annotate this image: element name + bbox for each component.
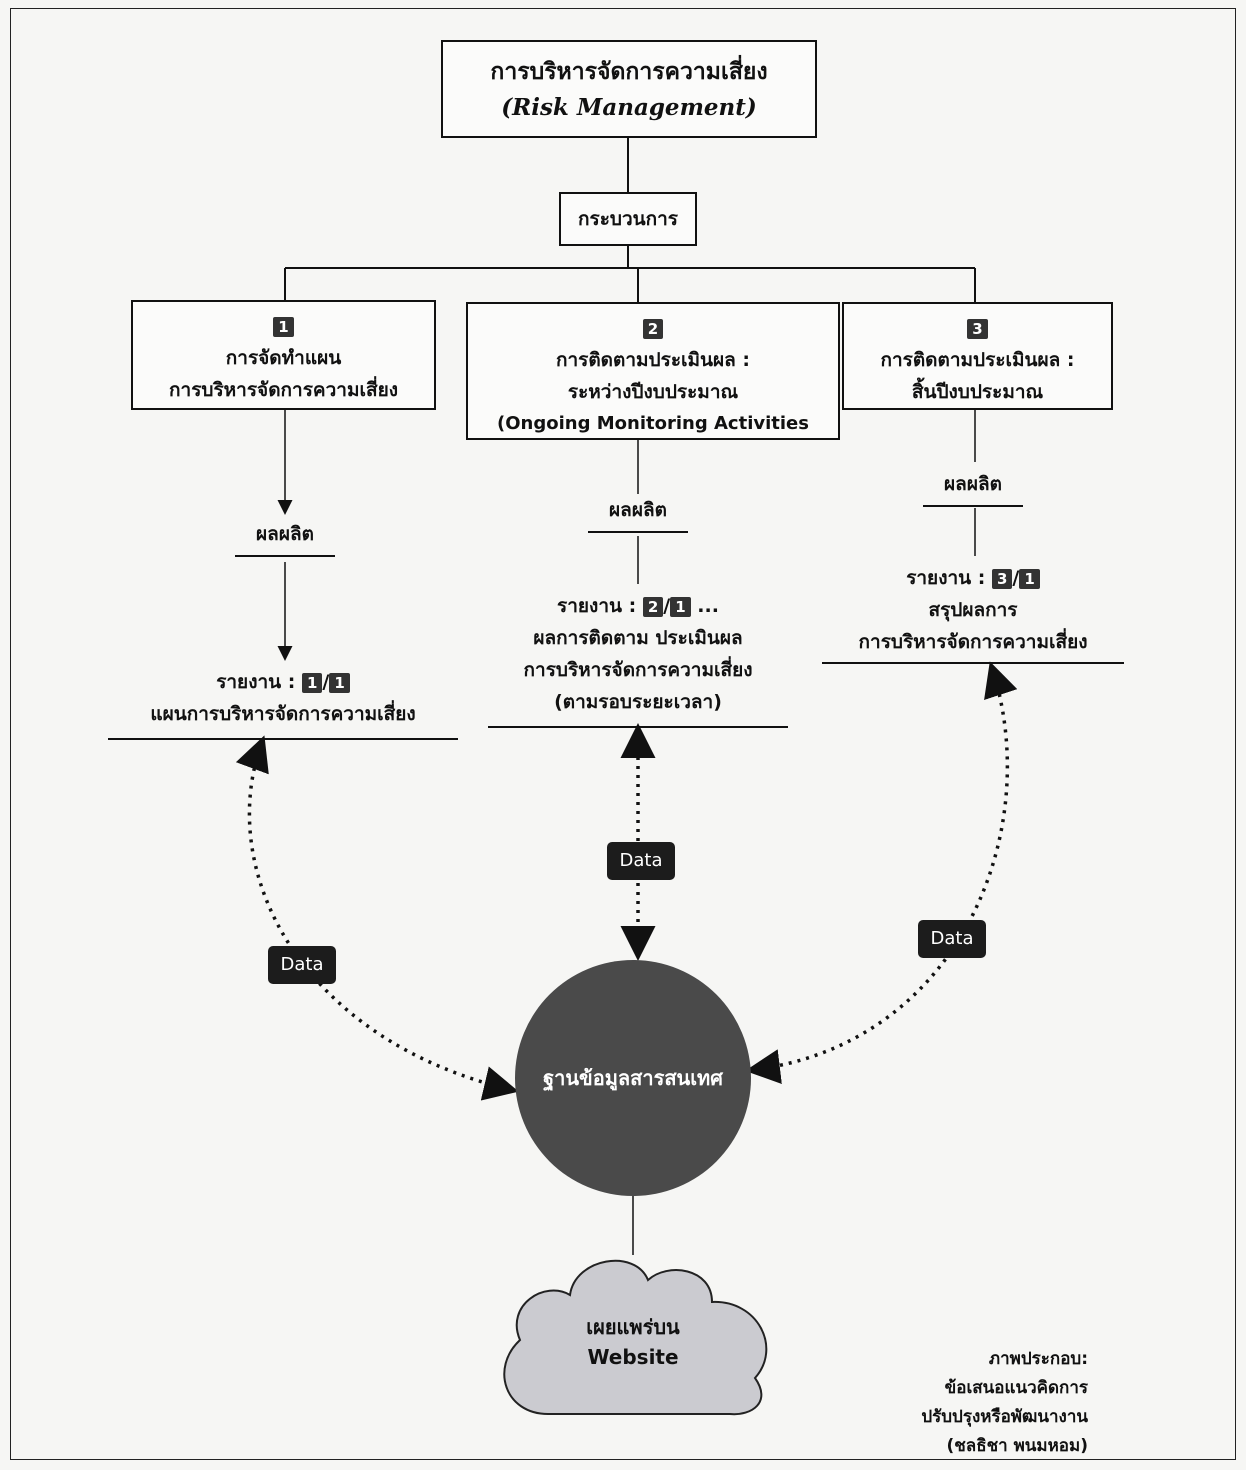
output-underline-2: [588, 531, 688, 533]
database-circle: ฐานข้อมูลสารสนเทศ: [515, 960, 751, 1196]
cloud-shape: [503, 1259, 768, 1416]
process-label: กระบวนการ: [577, 208, 678, 230]
process-box: กระบวนการ: [559, 192, 697, 246]
step-1-line1: การจัดทำแผน: [225, 347, 342, 369]
step-2-line2: ระหว่างปีงบประมาณ: [567, 381, 739, 403]
step-2-line1: การติดตามประเมินผล :: [555, 349, 751, 371]
report-3-num-b: 1: [1019, 568, 1040, 589]
cloud-line1: เผยแพร่บน: [586, 1315, 680, 1339]
output-underline-1: [235, 555, 335, 557]
report-2-suffix: ...: [697, 595, 719, 617]
output-label-2: ผลผลิต: [609, 499, 667, 521]
step-3-line1: การติดตามประเมินผล :: [880, 349, 1075, 371]
diagram-frame: [10, 8, 1236, 1460]
report-2-line2: ผลการติดตาม ประเมินผล: [533, 627, 743, 649]
data-tag-right: Data: [918, 920, 986, 958]
database-label: ฐานข้อมูลสารสนเทศ: [543, 1066, 723, 1090]
step-1-line2: การบริหารจัดการความเสี่ยง: [169, 379, 398, 401]
report-1-line2: แผนการบริหารจัดการความเสี่ยง: [150, 703, 416, 725]
step-box-1: 1 การจัดทำแผน การบริหารจัดการความเสี่ยง: [131, 300, 436, 410]
report-3-line2: สรุปผลการ: [928, 599, 1018, 621]
step-number-3: 3: [967, 318, 988, 339]
report-1-num-a: 1: [301, 672, 323, 693]
report-2-num-b: 1: [670, 596, 691, 617]
caption-line2: ข้อเสนอแนวคิดการ: [944, 1378, 1088, 1398]
report-1: รายงาน : 1/1 แผนการบริหารจัดการความเสี่ย…: [108, 666, 458, 730]
caption-line3: ปรับปรุงหรือพัฒนางาน: [921, 1407, 1088, 1427]
figure-caption: ภาพประกอบ: ข้อเสนอแนวคิดการ ปรับปรุงหรือ…: [921, 1345, 1088, 1461]
output-underline-3: [923, 505, 1023, 507]
cloud-line2: Website: [587, 1345, 679, 1369]
step-number-1: 1: [273, 316, 294, 337]
step-box-2: 2 การติดตามประเมินผล : ระหว่างปีงบประมาณ…: [466, 302, 840, 440]
report-2-line4: (ตามรอบระยะเวลา): [554, 691, 722, 713]
report-2-num-a: 2: [642, 596, 664, 617]
step-box-3: 3 การติดตามประเมินผล : สิ้นปีงบประมาณ: [842, 302, 1113, 410]
step-2-line3: (Ongoing Monitoring Activities: [497, 413, 809, 434]
report-1-underline: [108, 738, 458, 740]
report-1-prefix: รายงาน :: [216, 671, 296, 693]
report-3: รายงาน : 3/1 สรุปผลการ การบริหารจัดการคว…: [822, 562, 1124, 658]
step-number-2: 2: [642, 318, 664, 339]
output-label-1: ผลผลิต: [256, 523, 314, 545]
report-2-underline: [488, 726, 788, 728]
title-box: การบริหารจัดการความเสี่ยง (Risk Manageme…: [441, 40, 817, 138]
report-3-underline: [822, 662, 1124, 664]
report-2: รายงาน : 2/1 ... ผลการติดตาม ประเมินผล ก…: [488, 590, 788, 718]
website-cloud: เผยแพร่บน Website: [530, 1312, 736, 1372]
output-label-3: ผลผลิต: [944, 473, 1002, 495]
report-3-prefix: รายงาน :: [906, 567, 986, 589]
title-english: (Risk Management): [501, 94, 757, 121]
caption-line4: (ชลธิชา พนมหอม): [946, 1436, 1088, 1456]
title-thai: การบริหารจัดการความเสี่ยง: [490, 59, 768, 85]
report-3-num-a: 3: [991, 568, 1013, 589]
caption-line1: ภาพประกอบ:: [988, 1349, 1088, 1369]
report-3-line3: การบริหารจัดการความเสี่ยง: [858, 631, 1088, 653]
report-2-prefix: รายงาน :: [557, 595, 637, 617]
report-1-num-b: 1: [329, 672, 350, 693]
report-2-line3: การบริหารจัดการความเสี่ยง: [523, 659, 753, 681]
step-3-line2: สิ้นปีงบประมาณ: [911, 381, 1044, 403]
data-tag-left: Data: [268, 946, 336, 984]
data-tag-center: Data: [607, 842, 675, 880]
